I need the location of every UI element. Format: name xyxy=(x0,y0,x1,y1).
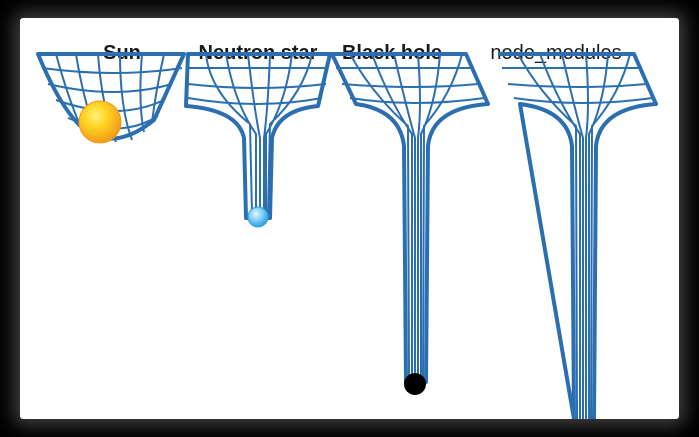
meme-frame: Sun Neutron star Black hole node_modules xyxy=(20,18,679,419)
neutron-star-ball xyxy=(247,206,269,228)
black-hole-spacetime-grid xyxy=(330,52,490,384)
node-modules-spacetime-grid xyxy=(498,52,658,419)
spacetime-illustration xyxy=(36,52,658,419)
sun-ball xyxy=(78,100,122,144)
black-hole-ball xyxy=(404,373,426,395)
neutron-star-spacetime-grid xyxy=(184,52,332,220)
